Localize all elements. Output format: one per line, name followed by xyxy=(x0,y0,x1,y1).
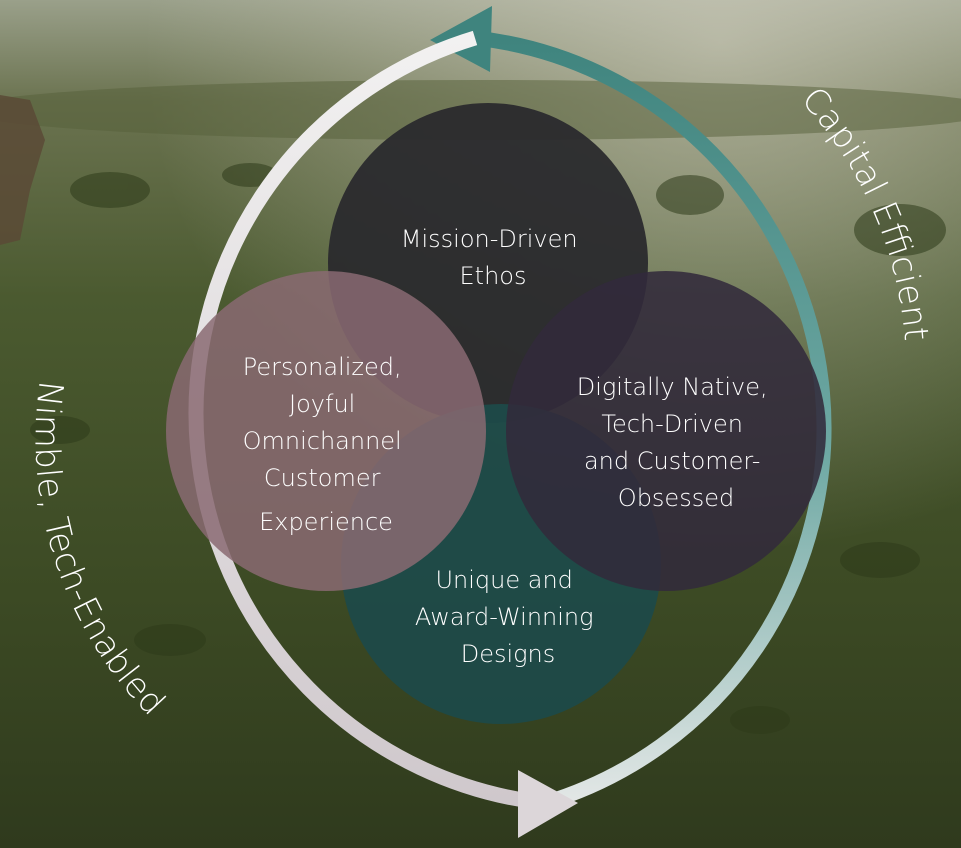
circle-label-digital: Digitally Native, Tech-Driven and Custom… xyxy=(577,373,775,512)
capital-efficient-arc xyxy=(474,30,832,811)
circle-label-personalized: Personalized, Joyful Omnichannel Custome… xyxy=(243,353,410,536)
circle-label-mission: Mission-Driven Ethos xyxy=(401,225,585,290)
trees xyxy=(30,163,946,734)
light-arrowhead xyxy=(518,770,578,838)
circle-digitally-native xyxy=(506,271,826,591)
circle-label-designs: Unique and Award-Winning Designs xyxy=(415,566,601,668)
circle-personalized xyxy=(166,271,486,591)
giraffe-silhouette xyxy=(0,95,45,245)
